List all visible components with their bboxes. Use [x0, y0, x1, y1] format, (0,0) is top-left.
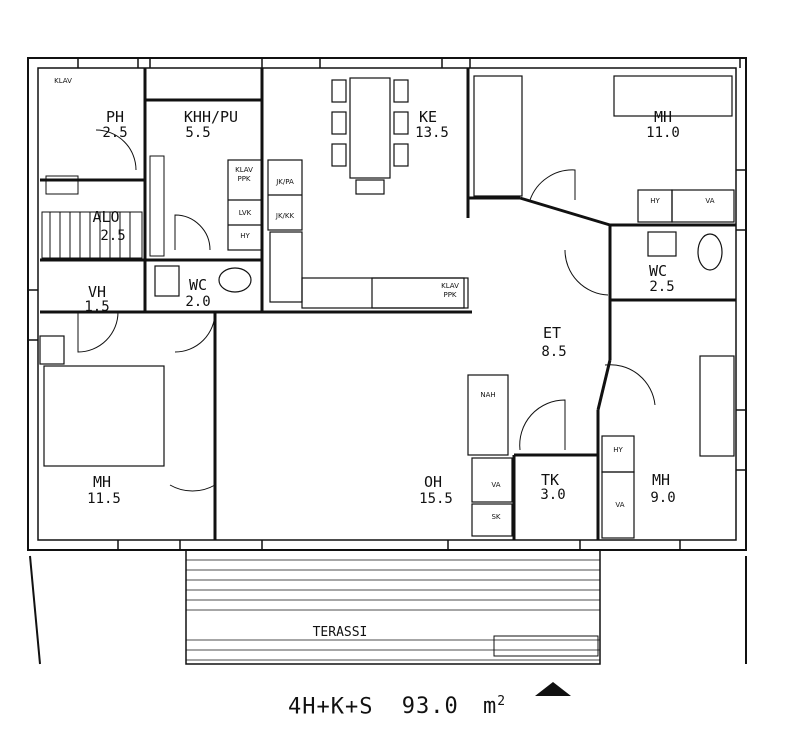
fixture-va-tk: VA: [615, 501, 624, 509]
fixture-hy-khh: HY: [240, 232, 250, 240]
cabinets: [39, 159, 735, 539]
room-vh-area: 1.5: [84, 299, 109, 315]
room-labels: PH 2.5 KHH/PU 5.5 KE 13.5 MH 11.0 ALO 2.…: [84, 108, 680, 507]
fixture-jk-kk: JK/KK: [275, 212, 295, 220]
total-area: 93.0: [401, 694, 459, 720]
room-oh-name: OH: [424, 473, 442, 491]
layout-type: 4H+K+S: [288, 694, 374, 720]
room-khh-area: 5.5: [185, 125, 210, 141]
room-mh-ne-name: MH: [654, 108, 672, 126]
wc-fixtures: [154, 231, 723, 297]
room-wc2-area: 2.5: [649, 279, 674, 295]
room-oh-area: 15.5: [419, 491, 453, 507]
terrace: [29, 549, 747, 665]
room-vh-name: VH: [88, 283, 106, 301]
room-et-area: 8.5: [541, 344, 566, 360]
fixture-lvk: LVK: [239, 209, 252, 217]
fixture-jk-pa: JK/PA: [275, 178, 294, 186]
sauna-benches: [41, 155, 165, 259]
room-mh-se-name: MH: [652, 471, 670, 489]
interior-walls: [40, 68, 736, 540]
room-mh-se-area: 9.0: [650, 490, 675, 506]
fixture-hy-mh: HY: [650, 197, 660, 205]
fixture-va-mh: VA: [705, 197, 714, 205]
fixture-hy-tk: HY: [613, 446, 623, 454]
apartment-summary: 4H+K+S 93.0 m2: [288, 694, 506, 719]
room-wc1-area: 2.0: [185, 294, 210, 310]
room-wc1-name: WC: [189, 276, 207, 294]
room-alo-area: 2.5: [100, 228, 125, 244]
fixture-labels: KLAV KLAV PPK JK/PA LVK JK/KK HY KLAV PP…: [54, 77, 715, 521]
room-ph-name: PH: [106, 108, 124, 126]
exterior-walls: [27, 57, 747, 551]
room-ke-name: KE: [419, 108, 437, 126]
door-swings: [77, 129, 656, 492]
dining-table: [331, 77, 409, 195]
room-ke-area: 13.5: [415, 125, 449, 141]
room-khh-name: KHH/PU: [184, 108, 238, 126]
fixture-klav-khh: KLAV: [235, 166, 253, 174]
room-tk-area: 3.0: [540, 487, 565, 503]
fixture-klav-ph: KLAV: [54, 77, 72, 85]
fixture-va-oh: VA: [491, 481, 500, 489]
area-unit: m: [482, 694, 498, 720]
room-mh-w-name: MH: [93, 473, 111, 491]
room-et-name: ET: [543, 324, 561, 342]
room-alo-name: ALO: [92, 208, 119, 226]
fixture-ppk-ke: PPK: [443, 291, 456, 299]
room-mh-ne-area: 11.0: [646, 125, 680, 141]
room-ph-area: 2.5: [102, 125, 127, 141]
fixture-ppk: PPK: [237, 175, 250, 183]
area-exponent: 2: [497, 694, 507, 709]
terrace-label: TERASSI: [313, 625, 368, 640]
room-tk-name: TK: [541, 471, 559, 489]
room-mh-w-area: 11.5: [87, 491, 121, 507]
fixture-klav-ke: KLAV: [441, 282, 459, 290]
north-arrow-icon: [535, 682, 571, 696]
room-wc2-name: WC: [649, 262, 667, 280]
fixture-nah: NAH: [480, 391, 495, 399]
beds: [43, 75, 735, 467]
fixture-sk: SK: [491, 513, 500, 521]
